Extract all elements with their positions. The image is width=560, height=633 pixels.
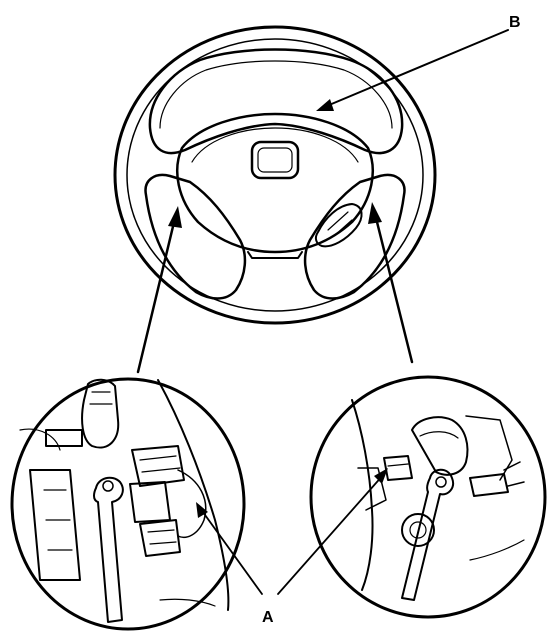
airbag-module	[176, 112, 374, 254]
right-wrench	[401, 468, 454, 601]
right-side-connector	[469, 473, 509, 497]
left-stalk	[81, 378, 120, 449]
right-stalk	[411, 416, 469, 476]
callout-arrows	[136, 29, 509, 595]
label-b: B	[509, 14, 521, 31]
leader-line-right	[372, 208, 414, 364]
right-connector	[383, 455, 413, 481]
left-detail-view	[10, 377, 246, 631]
arrowhead-a-right	[374, 468, 388, 484]
leader-line-a-left	[199, 507, 263, 595]
ignition-cylinder	[401, 513, 435, 547]
wheel-rim-inner	[126, 38, 424, 312]
arrowhead-b	[316, 99, 334, 111]
right-detail-circle	[309, 375, 547, 619]
arrowhead-right	[368, 202, 382, 224]
leader-line-a-right	[277, 473, 385, 595]
left-detail-circle	[10, 377, 246, 631]
arrowhead-left	[168, 206, 182, 228]
right-detail-view	[309, 375, 547, 619]
left-bracket	[29, 469, 81, 581]
leader-line-left	[136, 212, 178, 374]
wheel-upper-opening	[148, 48, 404, 155]
leader-line-b	[321, 29, 509, 109]
left-wrench	[93, 476, 124, 623]
horn-emblem	[250, 140, 300, 180]
left-connector-lower	[139, 519, 181, 557]
wheel-right-opening	[303, 173, 406, 300]
wheel-left-opening	[144, 173, 247, 300]
wheel-rim-outer	[113, 25, 437, 325]
label-a: A	[262, 609, 274, 626]
steering-wheel	[113, 25, 437, 325]
arrowhead-a-left	[196, 502, 208, 518]
left-connector-upper	[131, 445, 185, 487]
cruise-switch	[314, 203, 363, 248]
